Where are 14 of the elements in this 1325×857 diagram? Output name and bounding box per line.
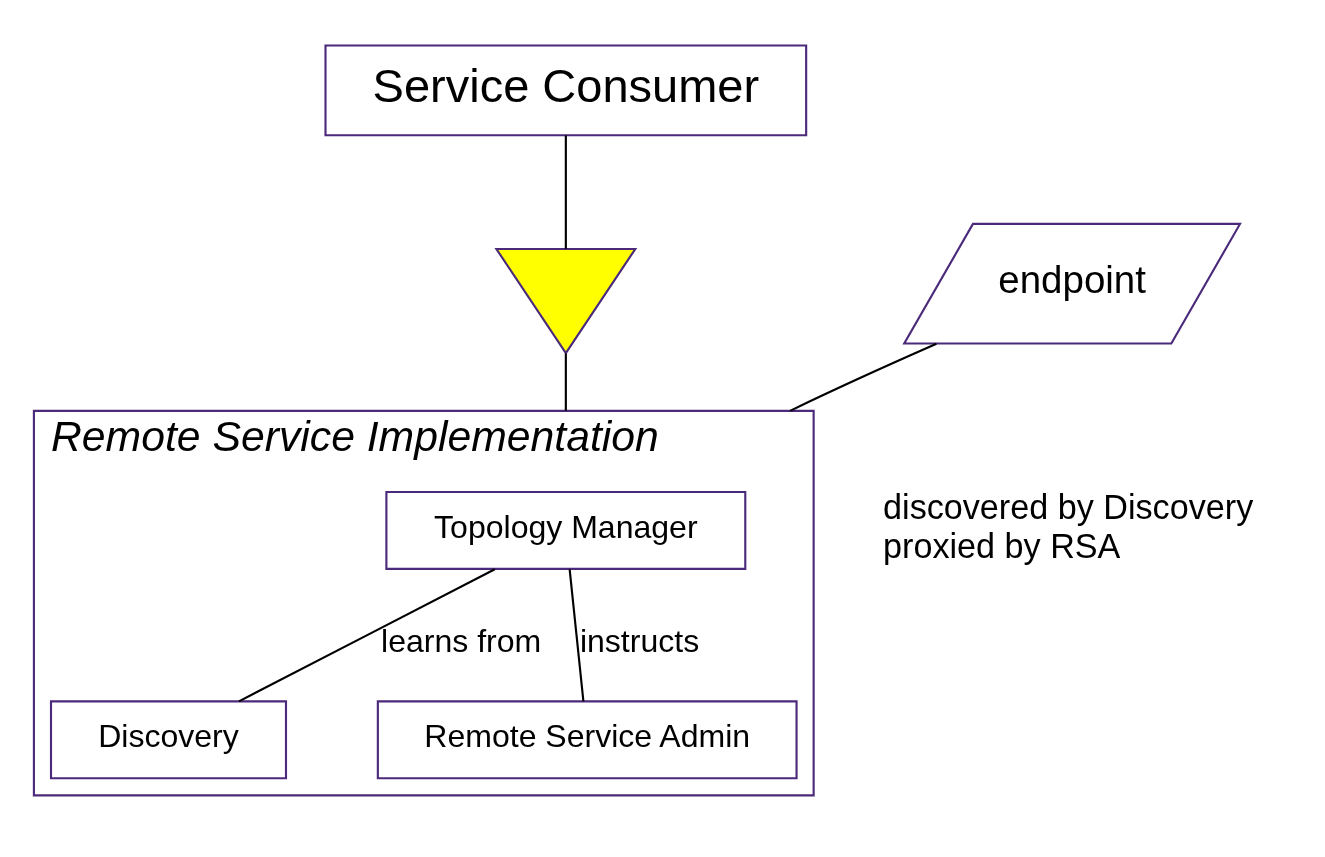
connector (564, 352, 567, 411)
node-box: Service Consumer (324, 43, 808, 136)
connector (789, 342, 937, 412)
connector (564, 134, 567, 249)
node-triangle (494, 247, 638, 355)
node-box: Remote Service Admin (376, 699, 798, 779)
edge-label: learns from (381, 622, 542, 659)
node-label: proxied by RSA (883, 526, 1121, 565)
connector (238, 567, 496, 702)
node-box: Topology Manager (385, 490, 747, 570)
edge-label: instructs (579, 622, 700, 659)
node-label: discovered by Discovery (883, 487, 1254, 526)
node-box: Discovery (49, 699, 288, 779)
connector (568, 568, 585, 701)
